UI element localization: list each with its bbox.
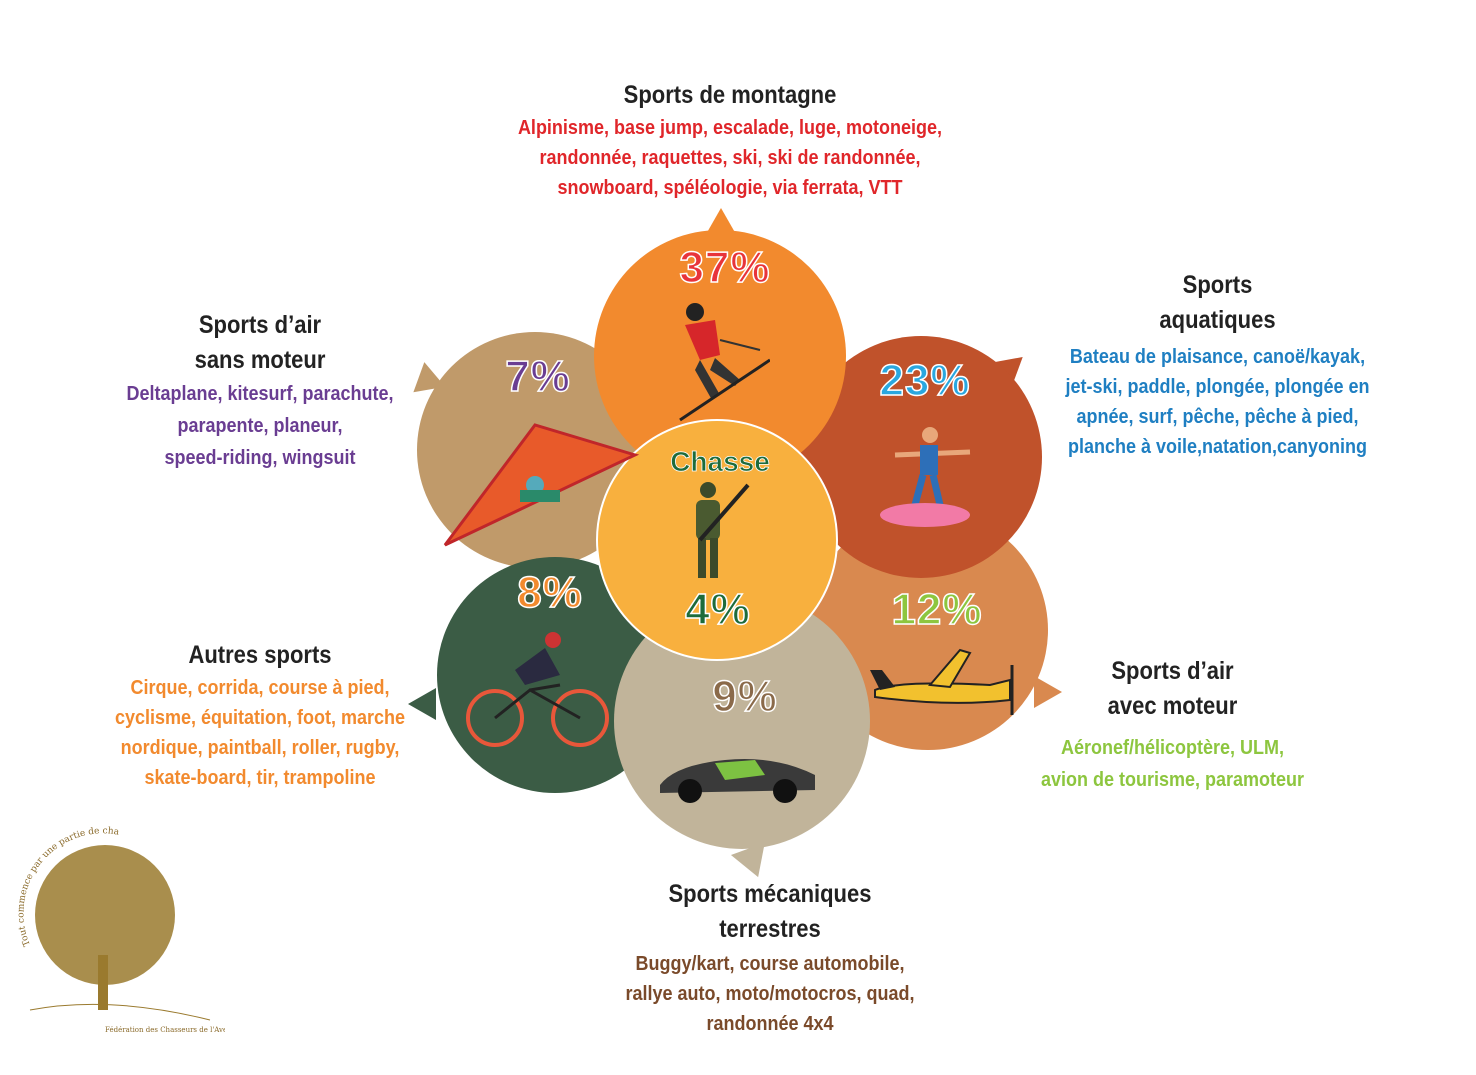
item-line: Deltaplane, kitesurf, parachute, [126,383,394,405]
item-line: randonnée 4x4 [706,1013,834,1035]
item-line: rallye auto, moto/motocros, quad, [625,983,915,1005]
label-autres: Autres sports Cirque, corrida, course à … [70,638,450,793]
label-air-sans-moteur: Sports d’air sans moteur Deltaplane, kit… [80,308,440,474]
label-aquatiques: Sports aquatiques Bateau de plaisance, c… [1030,268,1405,462]
title: sans moteur [194,346,326,374]
item-line: Cirque, corrida, course à pied, [130,677,390,699]
percent-air-moteur: 12% [891,584,983,635]
item-line: avion de tourisme, paramoteur [1040,769,1305,791]
item-line: planche à voile,natation,canyoning [1067,436,1368,458]
hang-glider-icon [443,423,640,547]
federation-logo: Tout commence par une partie de chasse..… [10,825,225,1034]
pointer-autres [408,688,436,720]
skier-icon [679,303,770,422]
item-line: nordique, paintball, roller, rugby, [120,737,400,759]
item-line: cyclisme, équitation, foot, marche [114,707,406,729]
item-line: Buggy/kart, course automobile, [635,953,905,975]
label-air-moteur: Sports d’air avec moteur Aéronef/hélicop… [1000,654,1345,796]
item-line: Bateau de plaisance, canoë/kayak, [1069,346,1366,368]
percent-aquatiques: 23% [879,355,971,406]
item-line: randonnée, raquettes, ski, ski de randon… [539,147,921,169]
title: Autres sports [188,641,332,669]
percent-montagne: 37% [679,242,771,293]
center-label: Chasse [670,446,770,478]
label-mecaniques: Sports mécaniques terrestres Buggy/kart,… [580,877,960,1039]
item-line: apnée, surf, pêche, pêche à pied, [1076,406,1359,428]
cyclist-icon [466,632,609,747]
title: terrestres [719,915,821,943]
item-line: Aéronef/hélicoptère, ULM, [1060,737,1285,759]
center-percent: 4% [684,584,751,635]
percent-air-sans-moteur: 7% [504,351,571,402]
item-line: parapente, planeur, [177,415,343,437]
pointer-air-moteur [1034,676,1062,708]
race-car-icon [660,759,815,803]
logo-org: Fédération des Chasseurs de l'Aveyron [105,1026,225,1034]
item-line: snowboard, spéléologie, via ferrata, VTT [557,177,903,199]
item-line: jet-ski, paddle, plongée, plongée en [1065,376,1370,398]
percent-autres: 8% [516,567,583,618]
title: avec moteur [1107,692,1238,720]
item-line: speed-riding, wingsuit [164,447,356,469]
percent-mecaniques: 9% [711,671,778,722]
title: Sports de montagne [623,81,837,109]
item-line: Alpinisme, base jump, escalade, luge, mo… [517,117,943,139]
title: Sports d’air [1111,657,1234,685]
item-line: skate-board, tir, trampoline [144,767,376,789]
title: Sports [1182,271,1253,299]
surfer-icon [880,427,971,527]
hunter-icon [696,482,750,578]
title: aquatiques [1159,306,1276,334]
title: Sports mécaniques [668,880,872,908]
label-montagne: Sports de montagne Alpinisme, base jump,… [440,78,1020,203]
title: Sports d’air [198,311,322,339]
airplane-icon [870,648,1014,715]
